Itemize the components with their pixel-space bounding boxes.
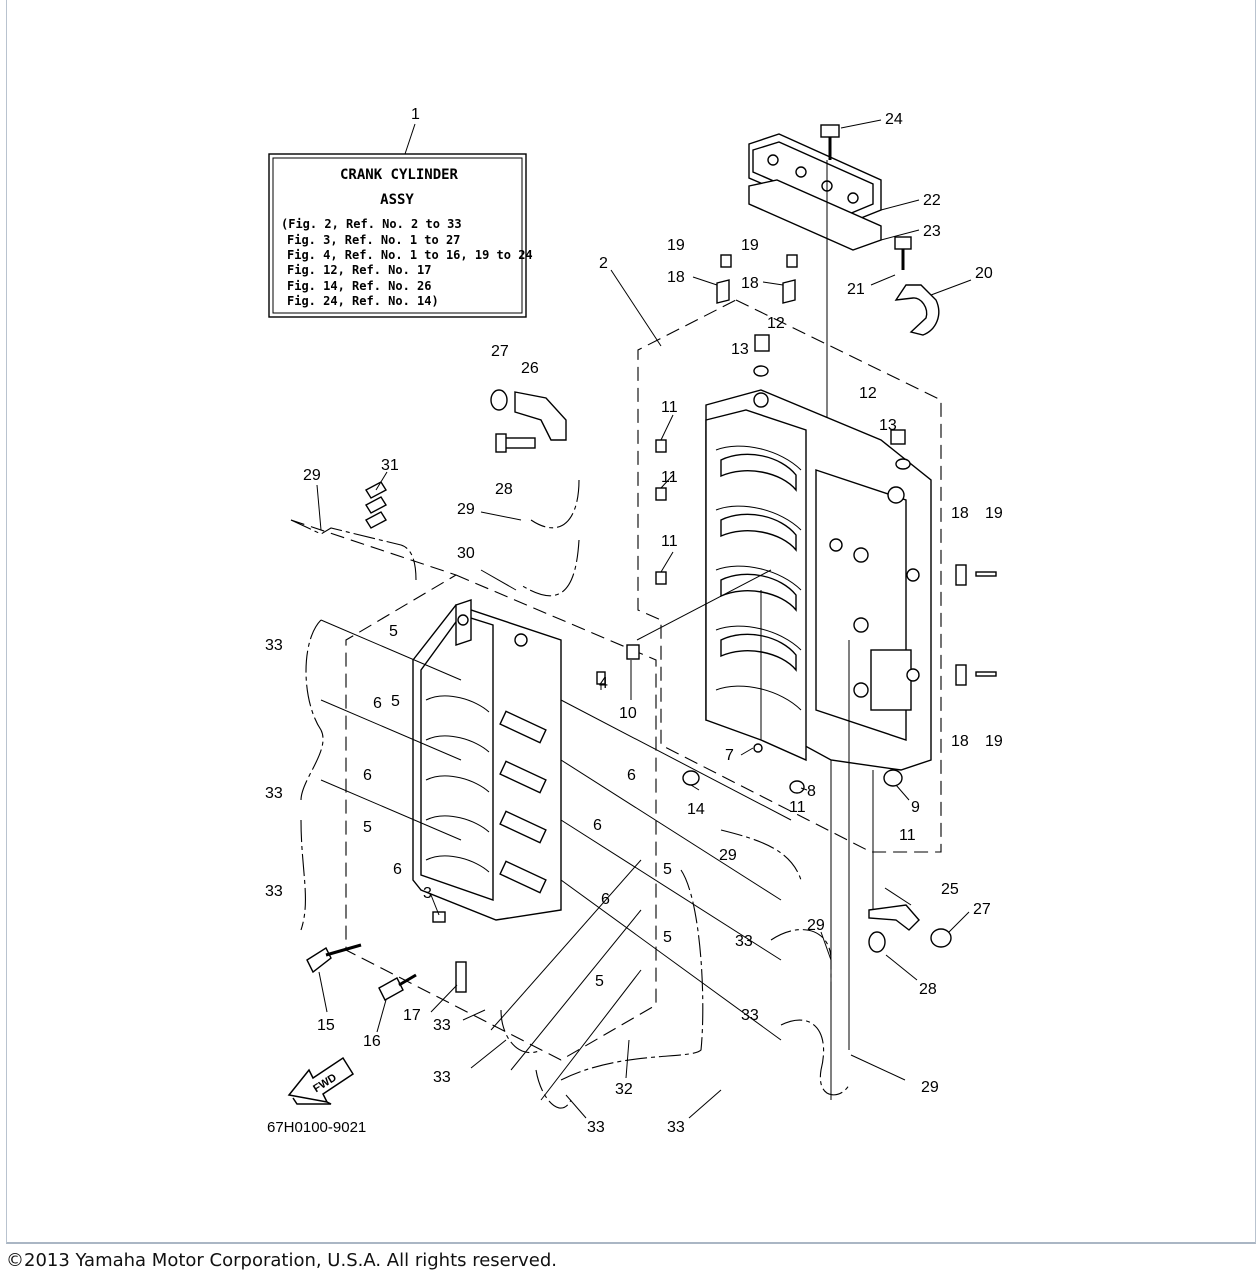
callout-13: 13 bbox=[731, 341, 749, 358]
callout-26: 26 bbox=[521, 360, 539, 377]
callout-16: 16 bbox=[363, 1033, 381, 1050]
callout-24: 24 bbox=[885, 111, 903, 128]
callout-33: 33 bbox=[265, 637, 283, 654]
callout-5: 5 bbox=[391, 693, 400, 710]
callout-30: 30 bbox=[457, 545, 475, 562]
crankcase-body bbox=[636, 389, 932, 771]
callout-27: 27 bbox=[491, 343, 509, 360]
callout-2: 2 bbox=[599, 255, 608, 272]
callout-29: 29 bbox=[807, 917, 825, 934]
callout-12: 12 bbox=[859, 385, 877, 402]
callout-11: 11 bbox=[661, 469, 678, 486]
callout-5: 5 bbox=[663, 861, 672, 878]
callout-33: 33 bbox=[667, 1119, 685, 1136]
callout-29: 29 bbox=[921, 1079, 939, 1096]
info-box: 1 CRANK CYLINDER ASSY (Fig. 2, Ref. No. … bbox=[268, 106, 533, 318]
callout-11: 11 bbox=[661, 533, 678, 550]
callout-13: 13 bbox=[879, 417, 897, 434]
diagram-code: 67H0100-9021 bbox=[267, 1119, 366, 1136]
callout-32: 32 bbox=[615, 1081, 633, 1098]
callout-20: 20 bbox=[975, 265, 993, 282]
small-parts bbox=[306, 124, 997, 1001]
callout-33: 33 bbox=[265, 883, 283, 900]
callout-29: 29 bbox=[457, 501, 475, 518]
callout-28: 28 bbox=[919, 981, 937, 998]
callout-18: 18 bbox=[951, 505, 969, 522]
info-box-line: Fig. 12, Ref. No. 17 bbox=[287, 263, 432, 277]
callout-3: 3 bbox=[423, 885, 432, 902]
callout-25: 25 bbox=[941, 881, 959, 898]
callout-11: 11 bbox=[789, 799, 806, 816]
info-box-line: Fig. 3, Ref. No. 1 to 27 bbox=[287, 233, 460, 247]
callout-10: 10 bbox=[619, 705, 637, 722]
callout-6: 6 bbox=[363, 767, 372, 784]
fwd-arrow: FWD bbox=[287, 1056, 355, 1105]
callout-5: 5 bbox=[663, 929, 672, 946]
info-box-line: Fig. 24, Ref. No. 14) bbox=[287, 294, 439, 308]
copyright-notice: ©2013 Yamaha Motor Corporation, U.S.A. A… bbox=[6, 1250, 558, 1271]
info-box-line: (Fig. 2, Ref. No. 2 to 33 bbox=[281, 217, 462, 231]
callout-18: 18 bbox=[741, 275, 759, 292]
callout-6: 6 bbox=[373, 695, 382, 712]
info-box-subtitle: ASSY bbox=[380, 192, 414, 208]
callout-6: 6 bbox=[627, 767, 636, 784]
callout-21: 21 bbox=[847, 281, 865, 298]
callout-17: 17 bbox=[403, 1007, 421, 1024]
callouts: 24 22 23 19 19 2 18 18 21 20 12 13 27 26… bbox=[265, 111, 1003, 1136]
callout-22: 22 bbox=[923, 192, 941, 209]
callout-7: 7 bbox=[725, 747, 734, 764]
callout-6: 6 bbox=[393, 861, 402, 878]
callout-33: 33 bbox=[433, 1069, 451, 1086]
callout-28: 28 bbox=[495, 481, 513, 498]
callout-19: 19 bbox=[985, 733, 1003, 750]
diagram-frame: 1 CRANK CYLINDER ASSY (Fig. 2, Ref. No. … bbox=[6, 0, 1256, 1244]
callout-33: 33 bbox=[433, 1017, 451, 1034]
callout-19: 19 bbox=[741, 237, 759, 254]
info-box-title: CRANK CYLINDER bbox=[340, 167, 459, 183]
callout-4: 4 bbox=[599, 675, 608, 692]
callout-1: 1 bbox=[411, 106, 420, 123]
callout-5: 5 bbox=[389, 623, 398, 640]
leader-lines bbox=[316, 119, 972, 1119]
callout-15: 15 bbox=[317, 1017, 335, 1034]
callout-27: 27 bbox=[973, 901, 991, 918]
callout-29: 29 bbox=[303, 467, 321, 484]
callout-19: 19 bbox=[667, 237, 685, 254]
callout-33: 33 bbox=[735, 933, 753, 950]
callout-33: 33 bbox=[265, 785, 283, 802]
head-cover bbox=[748, 133, 882, 420]
info-box-line: Fig. 4, Ref. No. 1 to 16, 19 to 24 bbox=[287, 248, 533, 262]
callout-31: 31 bbox=[381, 457, 399, 474]
callout-18: 18 bbox=[667, 269, 685, 286]
info-box-line: Fig. 14, Ref. No. 26 bbox=[287, 279, 432, 293]
callout-14: 14 bbox=[687, 801, 705, 818]
callout-6: 6 bbox=[593, 817, 602, 834]
exploded-parts-diagram: 1 CRANK CYLINDER ASSY (Fig. 2, Ref. No. … bbox=[265, 106, 1003, 1136]
callout-18: 18 bbox=[951, 733, 969, 750]
callout-29: 29 bbox=[719, 847, 737, 864]
callout-11: 11 bbox=[899, 827, 916, 844]
callout-11: 11 bbox=[661, 399, 678, 416]
hoses bbox=[290, 479, 874, 1109]
crankcase-half bbox=[412, 599, 562, 921]
callout-6: 6 bbox=[601, 891, 610, 908]
callout-5: 5 bbox=[595, 973, 604, 990]
callout-33: 33 bbox=[587, 1119, 605, 1136]
callout-5: 5 bbox=[363, 819, 372, 836]
assembly-outlines bbox=[290, 299, 942, 1061]
callout-8: 8 bbox=[807, 783, 816, 800]
callout-23: 23 bbox=[923, 223, 941, 240]
callout-33: 33 bbox=[741, 1007, 759, 1024]
callout-9: 9 bbox=[911, 799, 920, 816]
callout-19: 19 bbox=[985, 505, 1003, 522]
callout-12: 12 bbox=[767, 315, 785, 332]
